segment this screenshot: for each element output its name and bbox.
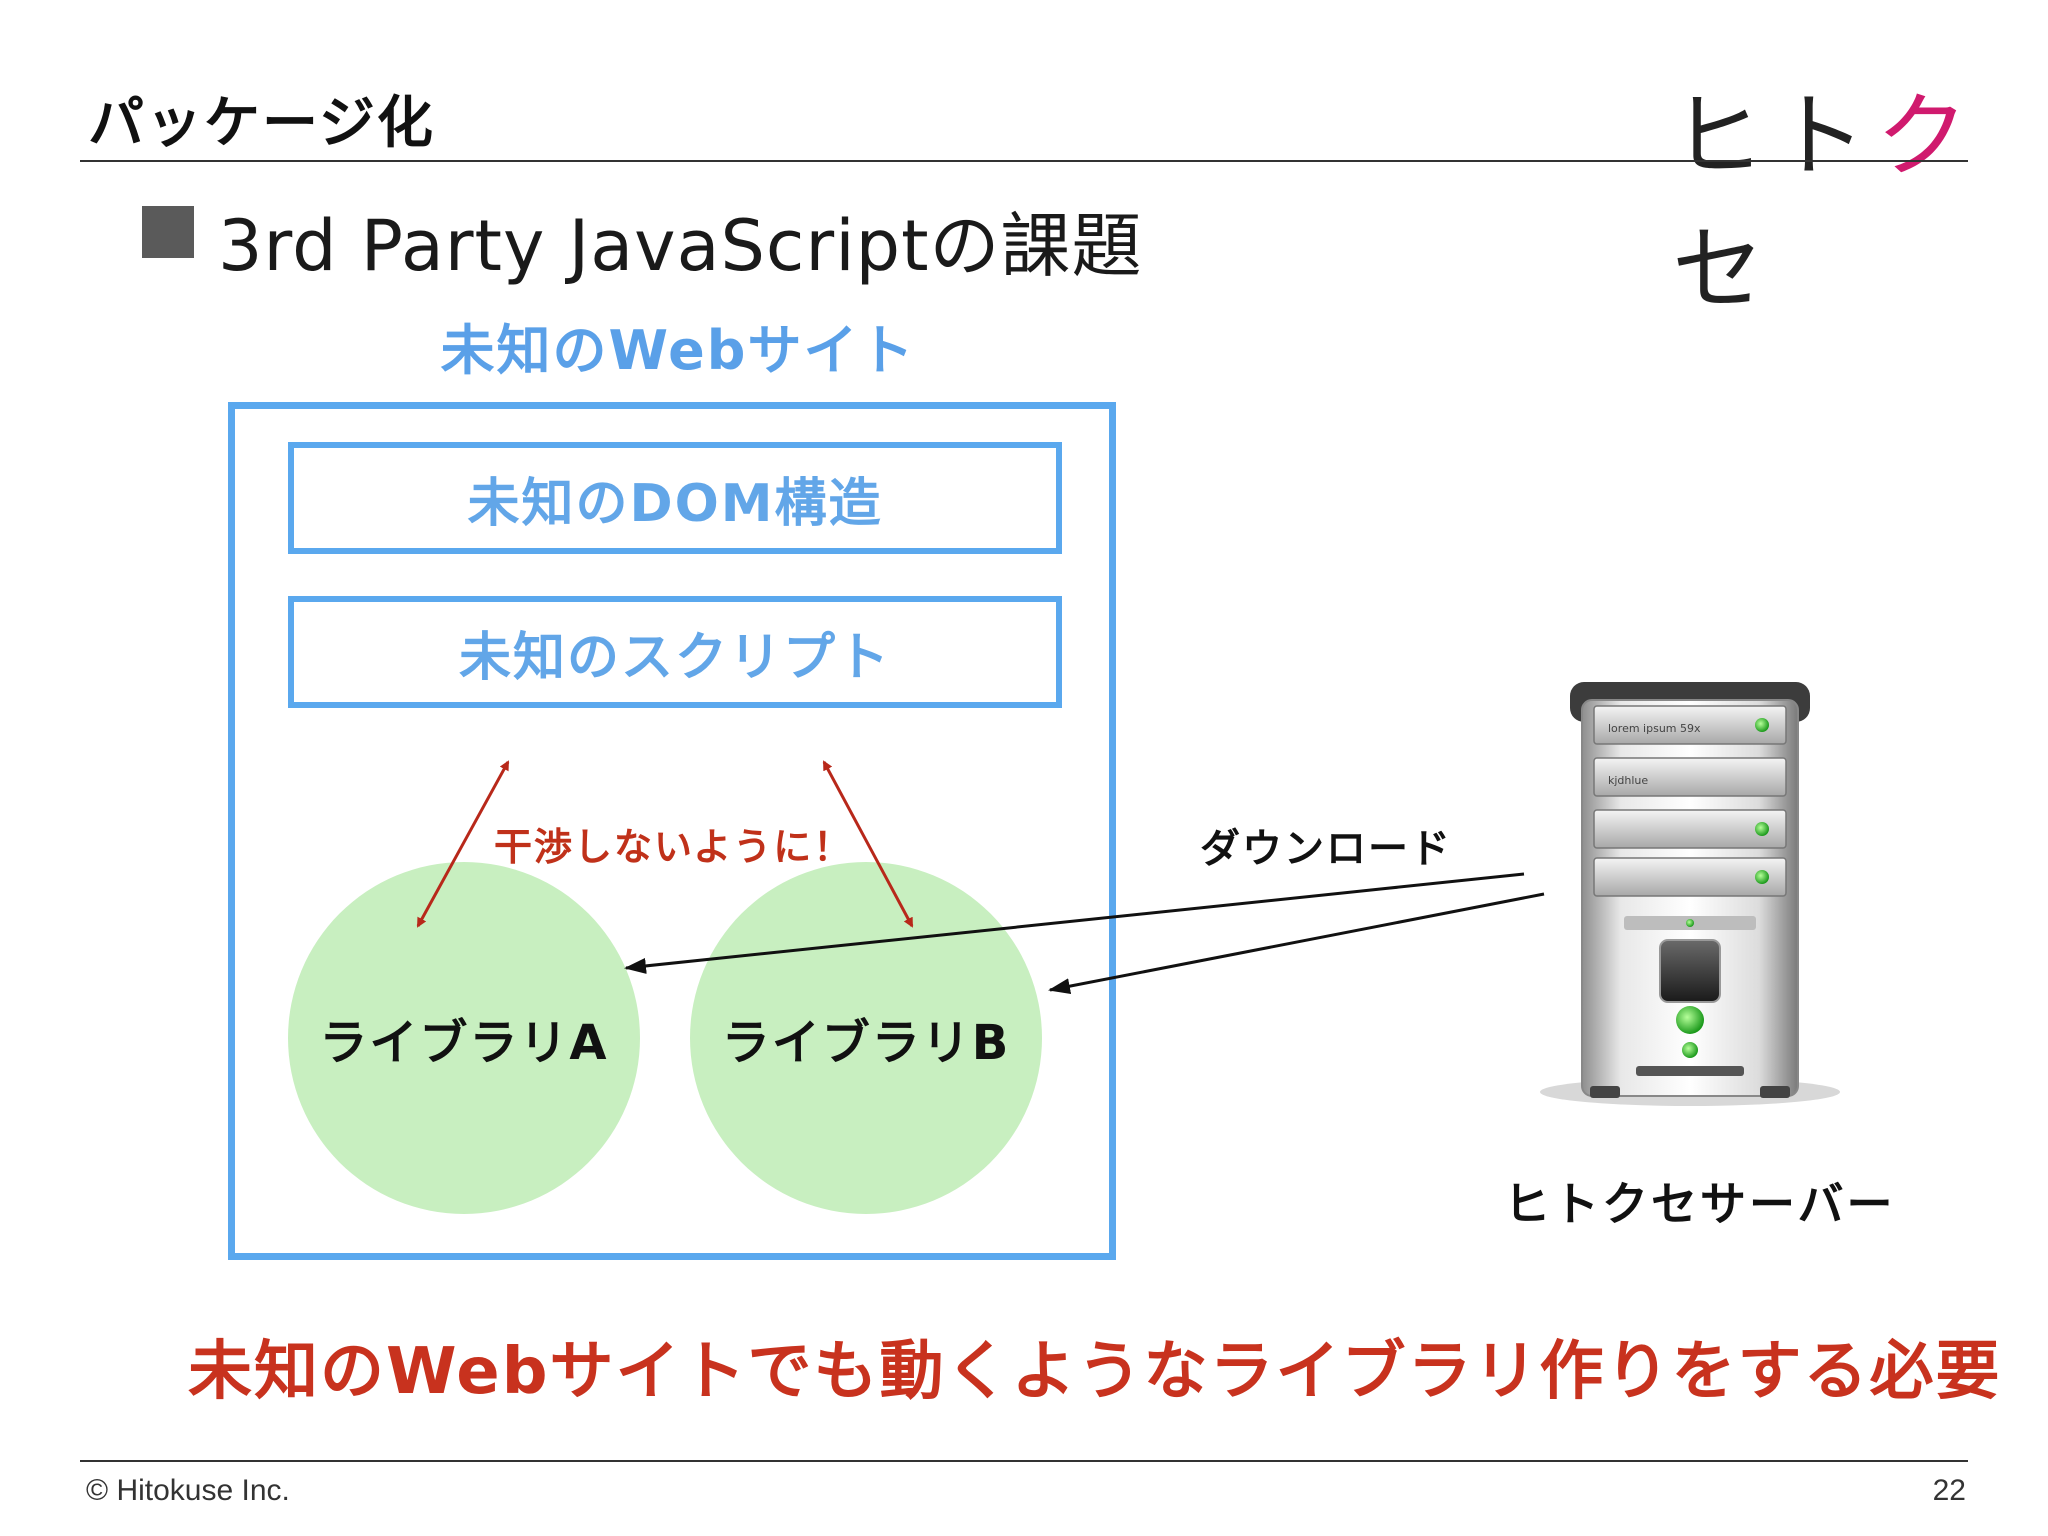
- download-arrow-a: [624, 872, 1525, 974]
- library-a-label: ライブラリA: [319, 1015, 609, 1071]
- no-interference-label: 干渉しないように！: [494, 825, 854, 869]
- footer-divider: [80, 1460, 1968, 1462]
- interference-arrow-b: [822, 760, 914, 928]
- download-label: ダウンロード: [1200, 826, 1452, 872]
- interference-arrow-a: [416, 760, 510, 928]
- slide-section-title: パッケージ化: [88, 91, 435, 156]
- download-arrow-b: [1048, 892, 1545, 995]
- conclusion-text: 未知のWebサイトでも動くようなライブラリ作りをする必要: [188, 1335, 2002, 1409]
- server-tower-icon: lorem ipsum 59x kjdhlue: [1540, 682, 1840, 1106]
- unknown-script-box: 未知のスクリプト: [288, 596, 1062, 708]
- svg-text:kjdhlue: kjdhlue: [1608, 774, 1648, 787]
- hitokuse-logo: ヒトクセ: [1672, 83, 1979, 323]
- square-bullet-icon: [142, 206, 194, 258]
- unknown-dom-box: 未知のDOM構造: [288, 442, 1062, 554]
- hitokuse-server-label: ヒトクセサーバー: [1504, 1177, 1896, 1231]
- header-divider: [80, 160, 1968, 162]
- library-b-label: ライブラリB: [721, 1015, 1011, 1071]
- slide-heading: 3rd Party JavaScriptの課題: [218, 205, 1143, 287]
- copyright-text: © Hitokuse Inc.: [86, 1474, 290, 1507]
- library-b-circle: ライブラリB: [690, 862, 1042, 1214]
- unknown-website-box: [228, 402, 1116, 1260]
- svg-text:lorem ipsum 59x: lorem ipsum 59x: [1608, 722, 1701, 735]
- page-number: 22: [1932, 1474, 1966, 1507]
- unknown-website-label: 未知のWebサイト: [440, 319, 916, 382]
